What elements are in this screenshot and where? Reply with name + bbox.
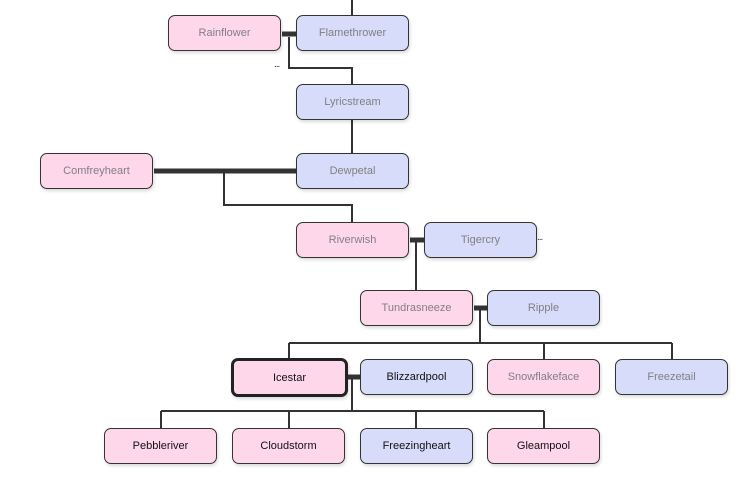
person-name: Tigercry xyxy=(460,234,501,246)
person-name: Flamethrower xyxy=(318,27,387,39)
person-name: Gleampool xyxy=(516,440,571,452)
person-node-tigercry[interactable]: Tigercry xyxy=(424,222,537,258)
person-node-comfreyheart[interactable]: Comfreyheart xyxy=(40,153,153,189)
person-node-freezingheart[interactable]: Freezingheart xyxy=(360,428,473,464)
person-name: Blizzardpool xyxy=(386,371,447,383)
person-node-riverwish[interactable]: Riverwish xyxy=(296,222,409,258)
person-name: Ripple xyxy=(527,302,560,314)
person-name: Pebbleriver xyxy=(132,440,189,452)
person-name: Freezingheart xyxy=(382,440,451,452)
person-name: Icestar xyxy=(272,371,306,384)
connector-line xyxy=(223,171,353,222)
person-name: Riverwish xyxy=(328,234,377,246)
person-name: Snowflakeface xyxy=(507,371,580,383)
person-node-lyricstream[interactable]: Lyricstream xyxy=(296,84,409,120)
person-node-blizzardpool[interactable]: Blizzardpool xyxy=(360,359,473,395)
person-node-freezetail[interactable]: Freezetail xyxy=(615,359,728,395)
person-name: Rainflower xyxy=(198,27,251,39)
person-node-tundrasneeze[interactable]: Tundrasneeze xyxy=(360,290,473,326)
person-name: Lyricstream xyxy=(324,96,381,108)
person-node-rainflower[interactable]: Rainflower xyxy=(168,15,281,51)
person-name: Cloudstorm xyxy=(260,440,317,452)
person-node-snowflakeface[interactable]: Snowflakeface xyxy=(487,359,600,395)
person-node-dewpetal[interactable]: Dewpetal xyxy=(296,153,409,189)
more-indicator[interactable]: ... xyxy=(537,232,543,243)
connector-line xyxy=(288,37,353,85)
person-node-ripple[interactable]: Ripple xyxy=(487,290,600,326)
person-node-pebbleriver[interactable]: Pebbleriver xyxy=(104,428,217,464)
person-node-icestar[interactable]: Icestar xyxy=(231,358,348,397)
person-node-flamethrower[interactable]: Flamethrower xyxy=(296,15,409,51)
more-indicator[interactable]: ... xyxy=(274,59,280,70)
person-node-cloudstorm[interactable]: Cloudstorm xyxy=(232,428,345,464)
person-name: Comfreyheart xyxy=(63,165,130,177)
person-name: Dewpetal xyxy=(329,165,376,177)
person-name: Freezetail xyxy=(647,371,696,383)
person-name: Tundrasneeze xyxy=(381,302,452,314)
person-node-gleampool[interactable]: Gleampool xyxy=(487,428,600,464)
